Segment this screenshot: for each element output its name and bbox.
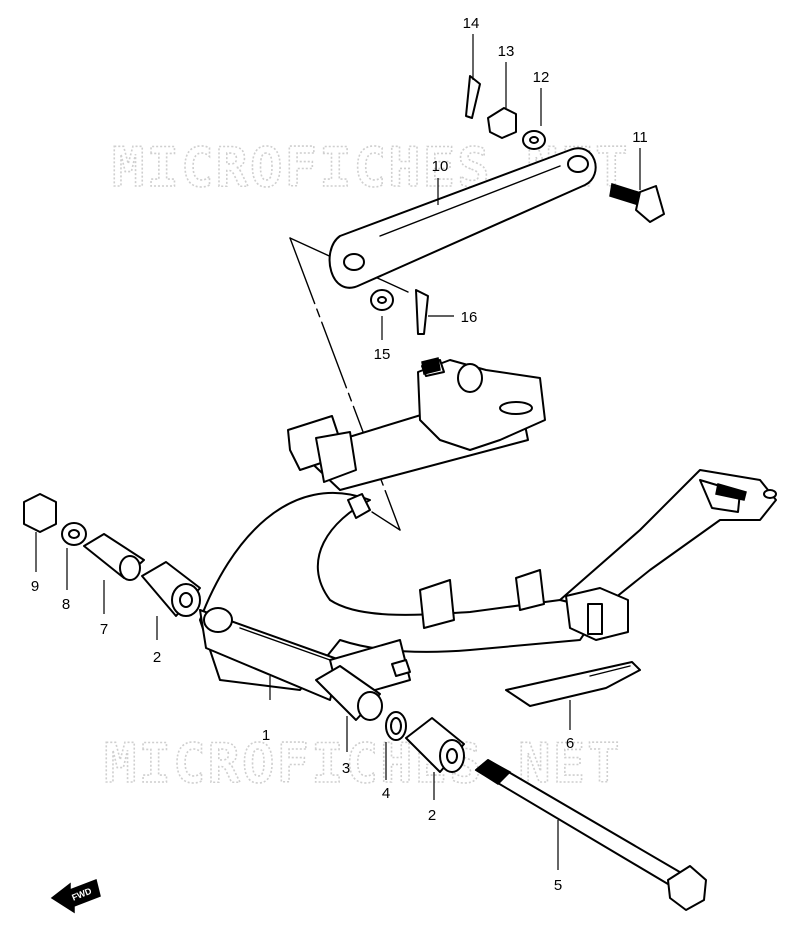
callout-15: 15 bbox=[374, 346, 391, 363]
callout-2-right: 2 bbox=[428, 807, 436, 824]
rail-stud bbox=[715, 483, 747, 501]
callout-7: 7 bbox=[100, 621, 108, 638]
watermark-bottom: MICROFICHES.NET bbox=[104, 732, 622, 795]
callout-6: 6 bbox=[566, 735, 574, 752]
callout-2-left: 2 bbox=[153, 649, 161, 666]
cotter-pin-14 bbox=[465, 75, 481, 119]
callout-13: 13 bbox=[498, 43, 515, 60]
pivot-bolt-5 bbox=[474, 759, 707, 911]
callout-11: 11 bbox=[632, 129, 648, 146]
callout-12: 12 bbox=[533, 69, 550, 86]
callout-10: 10 bbox=[432, 158, 449, 175]
callout-14: 14 bbox=[463, 15, 480, 32]
forward-arrow-icon: FWD bbox=[50, 878, 101, 914]
callout-1: 1 bbox=[262, 727, 270, 744]
callout-4: 4 bbox=[382, 785, 390, 802]
nut-9 bbox=[23, 493, 57, 533]
callout-8: 8 bbox=[62, 596, 70, 613]
chain-guard-6 bbox=[505, 661, 641, 707]
swing-arm bbox=[199, 359, 777, 701]
bracket-stud bbox=[421, 357, 441, 375]
guide-line-left bbox=[289, 237, 401, 531]
callout-5: 5 bbox=[554, 877, 562, 894]
cushion-rod bbox=[328, 147, 597, 289]
bolt-11 bbox=[609, 183, 665, 223]
guide-line-bottom bbox=[371, 511, 401, 531]
cotter-pin-16 bbox=[415, 289, 429, 335]
leader-lines bbox=[35, 34, 641, 870]
callout-16: 16 bbox=[461, 309, 478, 326]
nut-13 bbox=[487, 107, 517, 139]
callout-3: 3 bbox=[342, 760, 350, 777]
callout-9: 9 bbox=[31, 578, 39, 595]
